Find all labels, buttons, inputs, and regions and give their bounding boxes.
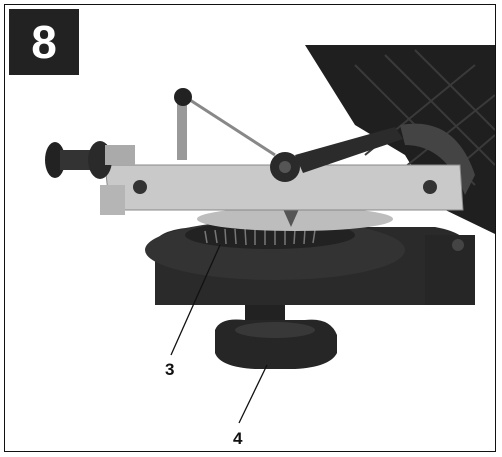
figure-number-badge: 8	[9, 9, 79, 75]
callout-label-3: 3	[165, 360, 175, 379]
pointer-mark	[283, 209, 299, 227]
top-knob	[174, 88, 192, 106]
callout-label-4: 4	[233, 429, 243, 448]
scale-disc	[197, 207, 393, 231]
bracket-screw-right	[423, 180, 437, 194]
bracket-screw-left	[133, 180, 147, 194]
product-photo	[45, 45, 495, 424]
lever-arm	[295, 127, 403, 173]
leader-line-3	[170, 244, 221, 356]
leader-line-4	[238, 364, 268, 424]
figure-frame: 8 3 4	[4, 4, 496, 452]
